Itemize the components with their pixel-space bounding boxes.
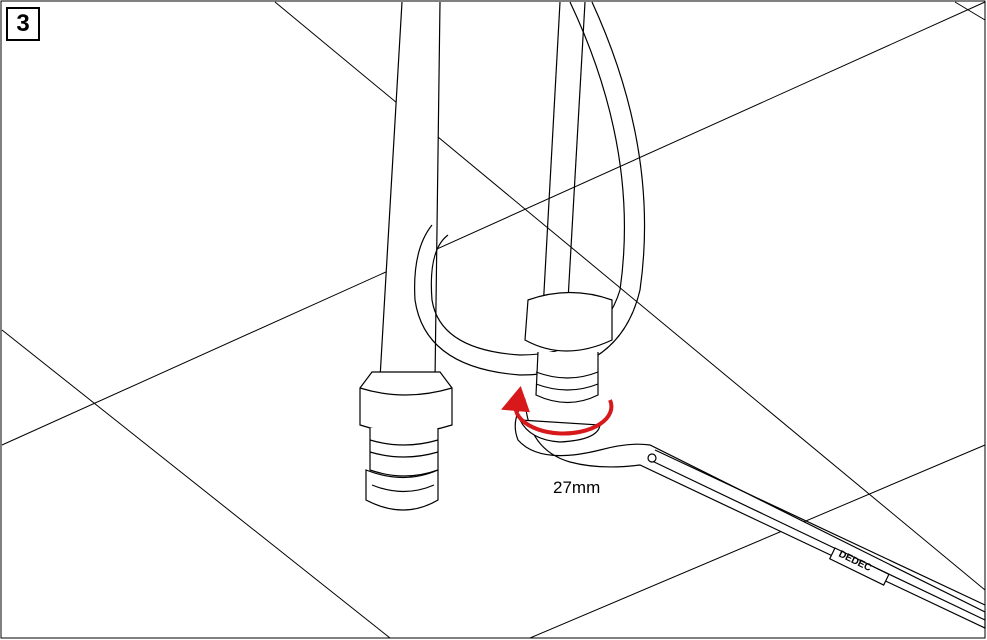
wrench-size-label: 27mm — [553, 478, 601, 497]
step-number-badge: 3 — [6, 7, 40, 41]
left-hose — [359, 1, 453, 511]
rotation-arrow-icon — [501, 386, 614, 436]
open-end-wrench — [514, 398, 986, 629]
right-hose — [414, 1, 646, 404]
